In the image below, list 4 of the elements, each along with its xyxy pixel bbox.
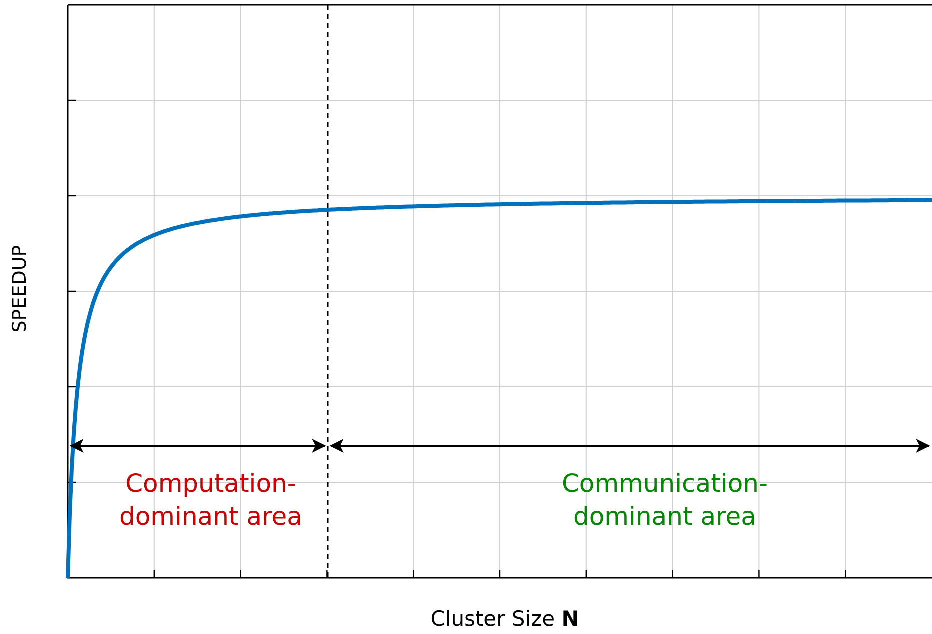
axis-title: SPEEDUP [8, 244, 32, 335]
area-label: Computation-dominant area [118, 468, 304, 533]
axis-title: Cluster Size N [430, 606, 580, 633]
area-label: Communication-dominant area [560, 468, 770, 533]
